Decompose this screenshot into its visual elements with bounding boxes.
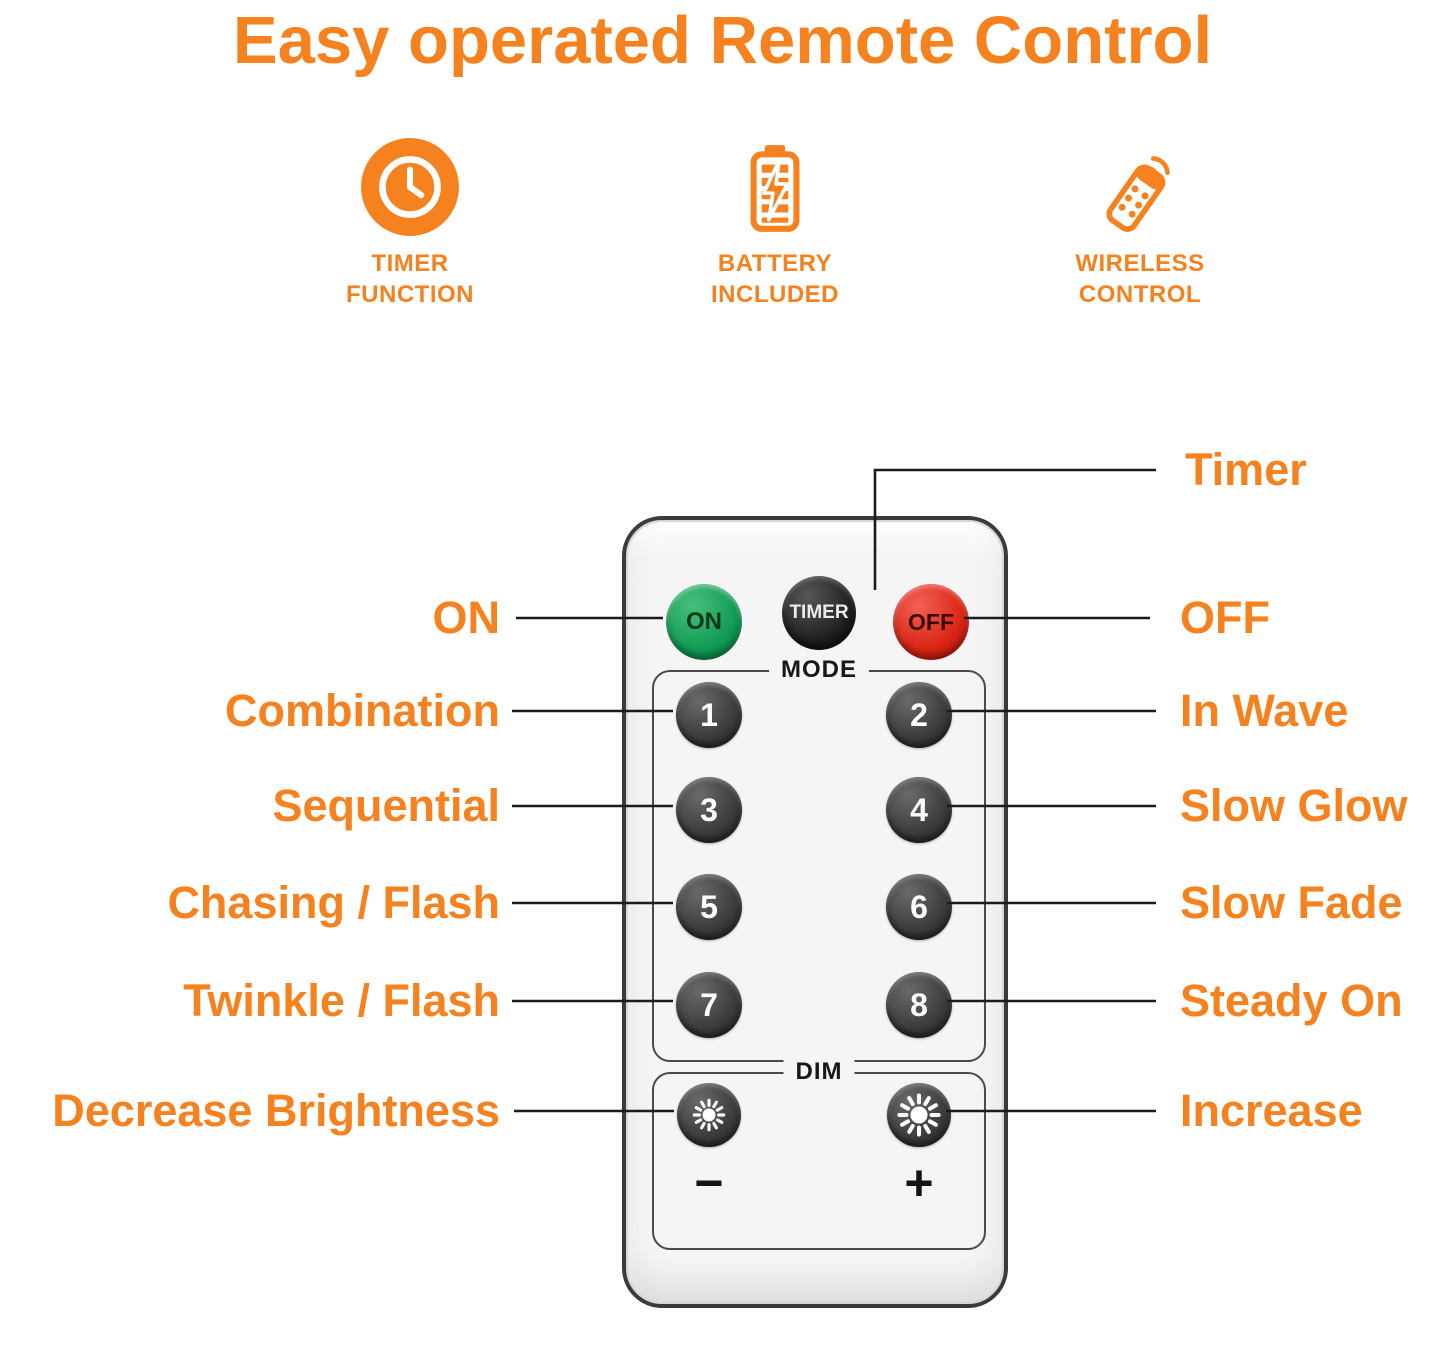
dim-section-label: DIM [783, 1058, 855, 1087]
callout-combination: Combination [225, 685, 500, 736]
plus-sign: + [904, 1155, 934, 1211]
wireless-remote-icon [1106, 156, 1170, 232]
feature-battery-included: BATTERY INCLUDED [655, 136, 895, 310]
timer-button: TIMER [782, 576, 856, 650]
brightness-up-icon [897, 1093, 941, 1137]
feature-wireless-control: WIRELESS CONTROL [1020, 136, 1260, 310]
feature-label-line1: BATTERY [717, 250, 833, 277]
mode-button-3: 3 [676, 777, 742, 843]
brightness-increase-button [887, 1083, 951, 1147]
brightness-decrease-button [677, 1083, 741, 1147]
brightness-down-icon [692, 1098, 726, 1132]
page-title: Easy operated Remote Control [232, 3, 1213, 78]
feature-label-line1: TIMER [371, 250, 449, 277]
off-button: OFF [893, 584, 969, 660]
callout-increase: Increase [1180, 1085, 1363, 1136]
callout-twinkle-flash: Twinkle / Flash [183, 975, 500, 1026]
on-button: ON [666, 584, 742, 660]
feature-label-timer: TIMER FUNCTION [290, 248, 530, 310]
mode-button-6: 6 [886, 874, 952, 940]
callout-slow-fade: Slow Fade [1180, 877, 1403, 928]
feature-label-line1: WIRELESS [1075, 250, 1205, 277]
remote-control: ON TIMER OFF MODE 1 2 3 4 5 6 7 8 DIM [622, 516, 1008, 1308]
feature-timer-function: TIMER FUNCTION [290, 136, 530, 310]
callout-on: ON [432, 592, 501, 643]
battery-icon [750, 145, 800, 232]
timer-clock-icon [361, 138, 459, 236]
feature-label-line2: INCLUDED [711, 281, 839, 309]
callout-sequential: Sequential [272, 780, 500, 831]
mode-section-label: MODE [769, 656, 869, 685]
callout-steady-on: Steady On [1180, 975, 1403, 1026]
dim-section: DIM [652, 1058, 986, 1250]
feature-label-line2: CONTROL [1078, 281, 1202, 309]
mode-button-8: 8 [886, 972, 952, 1038]
feature-label-battery: BATTERY INCLUDED [655, 248, 895, 310]
mode-button-1: 1 [676, 682, 742, 748]
callout-decrease-brightness: Decrease Brightness [52, 1085, 500, 1136]
mode-button-2: 2 [886, 682, 952, 748]
callout-in-wave: In Wave [1180, 685, 1349, 736]
feature-label-wireless: WIRELESS CONTROL [1020, 248, 1260, 310]
callout-chasing-flash: Chasing / Flash [167, 877, 500, 928]
callout-slow-glow: Slow Glow [1180, 780, 1408, 831]
minus-sign: − [694, 1155, 724, 1211]
feature-label-line2: FUNCTION [346, 281, 474, 309]
mode-button-7: 7 [676, 972, 742, 1038]
callout-off: OFF [1180, 592, 1270, 643]
mode-button-4: 4 [886, 777, 952, 843]
callout-timer: Timer [1185, 444, 1307, 495]
mode-button-5: 5 [676, 874, 742, 940]
